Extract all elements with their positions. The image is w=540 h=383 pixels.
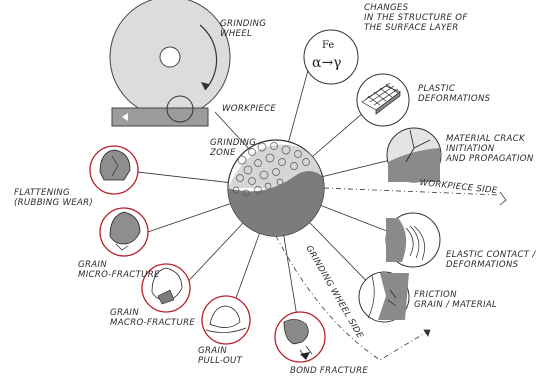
grain-micro-fracture-circle <box>100 208 148 256</box>
phase-change-circle: Fe α→γ <box>304 30 358 84</box>
workpiece-label: WORKPIECE <box>222 104 276 114</box>
elastic-contact-label: ELASTIC CONTACT /DEFORMATIONS <box>446 250 536 270</box>
bond-fracture-circle <box>275 312 325 362</box>
alpha-gamma-symbol: α→γ <box>312 55 342 71</box>
grinding-wheel <box>110 0 230 117</box>
bond-fracture-label: BOND FRACTURE <box>290 366 368 376</box>
grain-pull-out-circle <box>202 296 250 344</box>
fe-symbol: Fe <box>322 40 334 51</box>
elastic-contact-circle <box>386 213 440 267</box>
plastic-deformation-circle <box>357 74 409 126</box>
friction-circle <box>359 272 409 322</box>
material-crack-circle <box>387 128 441 182</box>
flattening-label: FLATTENING(RUBBING WEAR) <box>14 188 93 208</box>
flattening-circle <box>90 146 138 194</box>
